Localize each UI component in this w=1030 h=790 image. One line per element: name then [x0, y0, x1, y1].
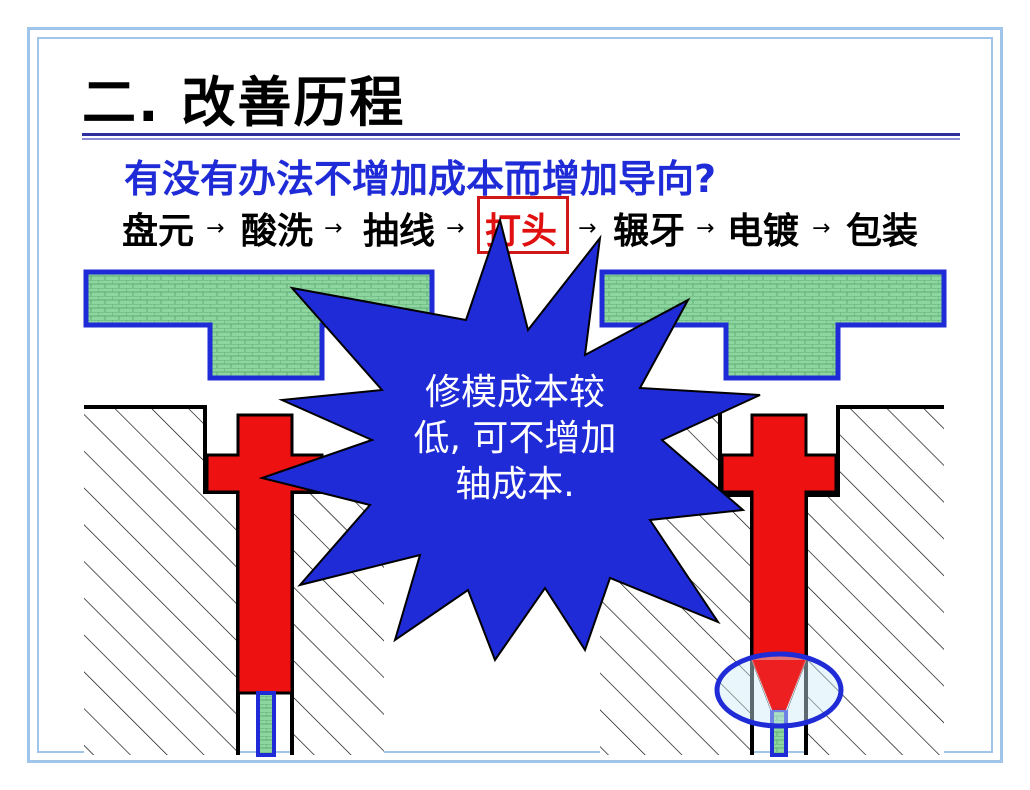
callout-burst: [258, 216, 761, 663]
slide-inner-border: [37, 37, 993, 753]
process-arrow: →: [696, 216, 715, 241]
process-step-drawing: 抽线: [363, 211, 436, 252]
process-arrow: →: [206, 216, 225, 241]
slide-outer-border: [27, 27, 1003, 763]
callout-line-2: 低, 可不增加: [413, 418, 617, 459]
process-step-wire-rod: 盘元: [122, 211, 195, 252]
callout-line-1: 修模成本较: [424, 372, 605, 413]
small-green-tip: [500, 545, 516, 565]
process-arrow: →: [324, 216, 343, 241]
title-underline: [82, 133, 960, 136]
process-step-packing: 包装: [846, 211, 919, 252]
process-arrow: →: [578, 216, 597, 241]
slide-title: 二. 改善历程: [82, 71, 406, 134]
process-arrow: →: [446, 216, 465, 241]
callout-line-3: 轴成本.: [455, 464, 575, 505]
highlight-box: [477, 196, 569, 254]
process-step-pickling: 酸洗: [241, 211, 314, 252]
question-heading: 有没有办法不增加成本而增加导向?: [124, 157, 717, 201]
callout-text: 修模成本较 低, 可不增加 轴成本.: [370, 370, 660, 508]
process-step-thread-rolling: 辗牙: [613, 211, 686, 252]
title-underline-light: [82, 138, 960, 140]
process-step-plating: 电镀: [727, 211, 800, 252]
process-arrow: →: [812, 216, 831, 241]
